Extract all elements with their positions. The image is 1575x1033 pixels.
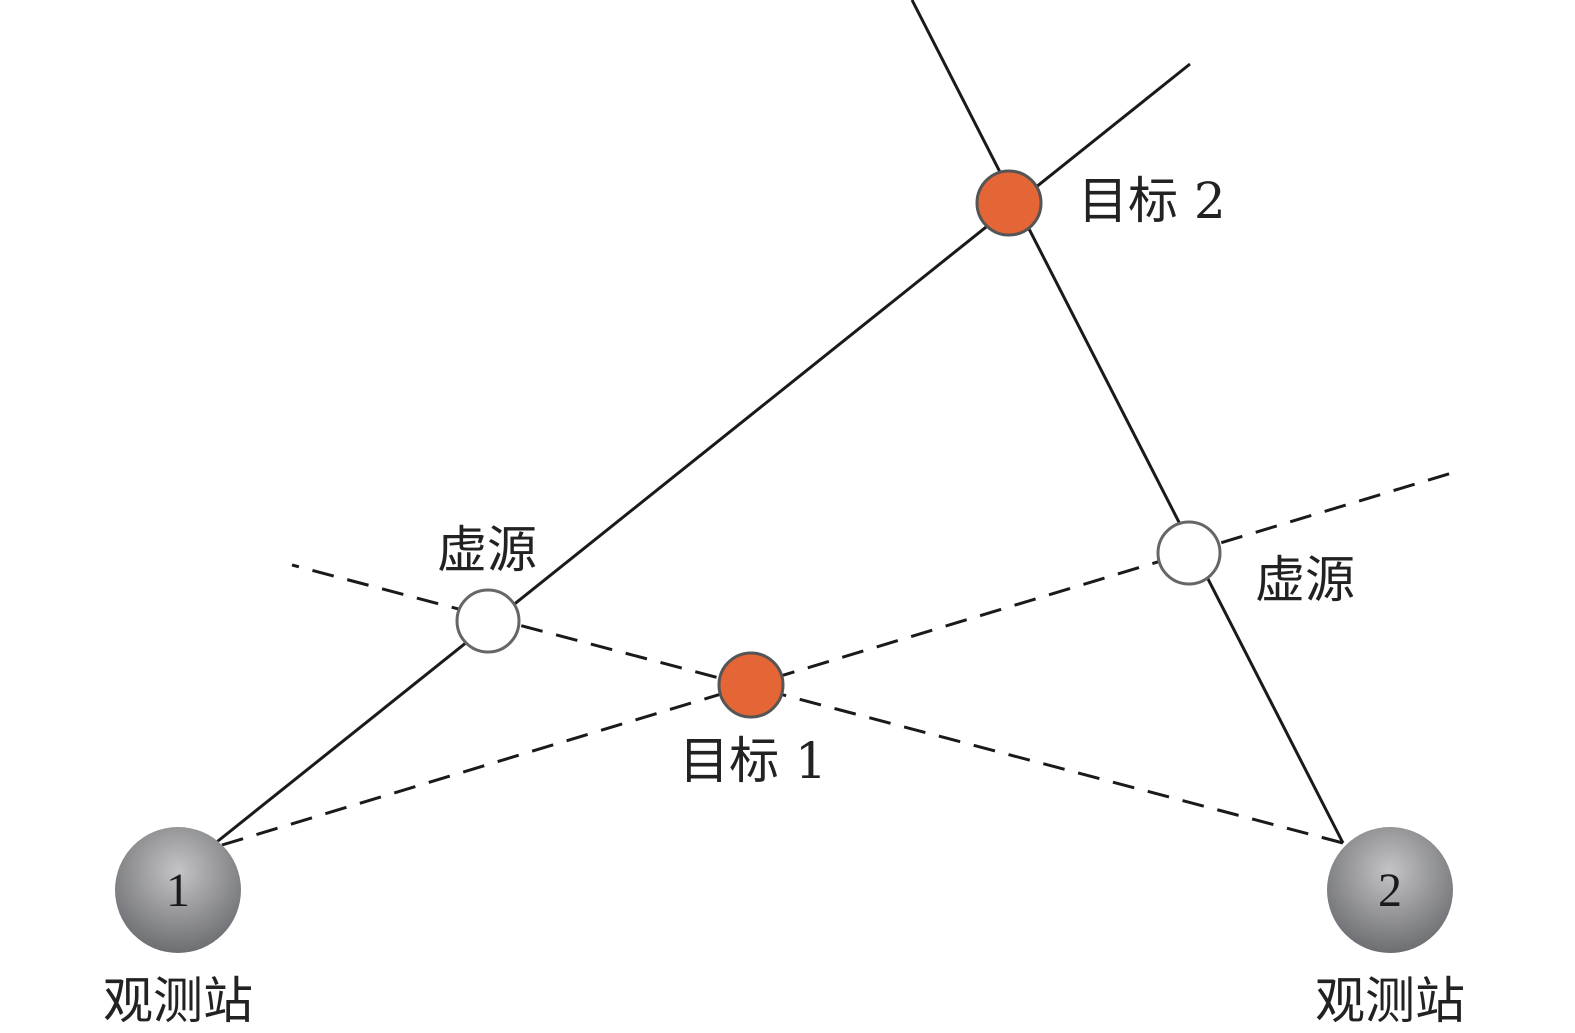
station-1-number: 1 (166, 864, 190, 917)
bearing-line-station2-solid (910, 0, 1345, 844)
station-2-marker (1327, 827, 1453, 953)
target-2-marker (975, 169, 1043, 237)
ghost-source-marker-right (1156, 520, 1222, 586)
ghost-source-label-left: 虚源 (437, 521, 537, 579)
bearing-line-station1-solid (212, 62, 1191, 847)
station-2-number: 2 (1378, 864, 1402, 917)
station-1-marker (115, 827, 241, 953)
station-1-label: 观测站 (103, 972, 253, 1030)
station-2-label: 观测站 (1315, 972, 1465, 1030)
ghost-source-label-right: 虚源 (1255, 551, 1355, 609)
target-2-label: 目标 2 (1078, 172, 1226, 230)
bearing-line-station1-dashed (221, 470, 1456, 847)
ghost-source-marker-left (455, 588, 521, 654)
bearing-line-station2-dashed (291, 563, 1344, 845)
target-1-label: 目标 1 (679, 732, 827, 790)
target-1-marker (717, 651, 785, 719)
